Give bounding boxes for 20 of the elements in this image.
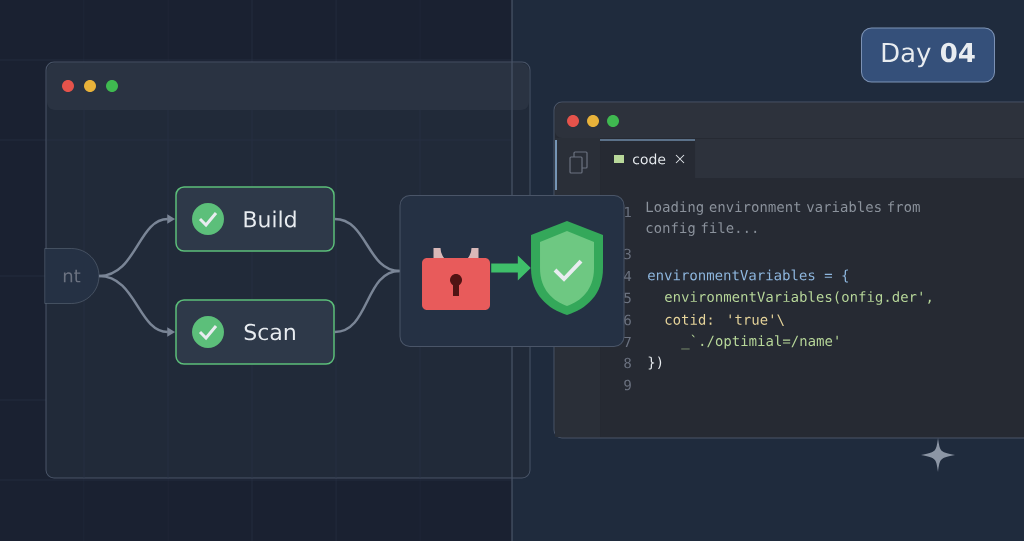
tab-label: code xyxy=(633,153,666,165)
process-box: Build xyxy=(175,186,335,252)
code-line: _`./optimial=/name' xyxy=(681,334,838,350)
day-badge: Day 04 xyxy=(861,27,995,83)
process-box: nt xyxy=(44,248,100,304)
code-line: cotid: 'true'\ xyxy=(665,314,784,326)
line-number: 5 xyxy=(624,292,631,304)
line-number: 6 xyxy=(624,314,631,326)
code-comment: Loading environment variables from config file... xyxy=(646,201,920,236)
code-line: }) xyxy=(648,356,662,370)
shield-drawing xyxy=(531,221,603,315)
line-number: 7 xyxy=(624,336,631,348)
line-number: 3 xyxy=(624,248,631,260)
process-box: Scan xyxy=(175,299,335,365)
code-line: environmentVariables(onfig.der', xyxy=(665,291,931,305)
line-number: 1 xyxy=(625,206,631,218)
code-line: environmentVariables = { xyxy=(648,269,848,283)
line-number: 4 xyxy=(624,270,632,282)
line-number: 8 xyxy=(624,357,631,369)
line-number: 9 xyxy=(624,379,631,391)
